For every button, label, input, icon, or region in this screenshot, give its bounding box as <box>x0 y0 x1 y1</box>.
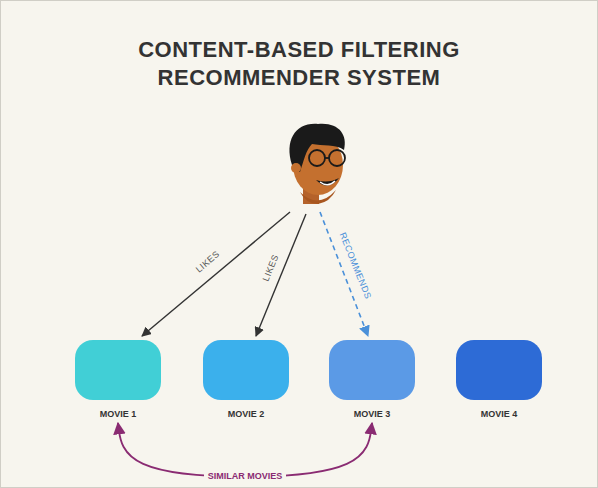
movie-node: MOVIE 3 <box>329 340 415 420</box>
edge-label: SIMILAR MOVIES <box>204 470 287 482</box>
movie-label: MOVIE 4 <box>481 408 518 420</box>
movie-tile <box>329 340 415 400</box>
movie-node: MOVIE 2 <box>203 340 289 420</box>
arrow-label: LIKES <box>194 249 223 275</box>
movie-label: MOVIE 3 <box>354 408 391 420</box>
movie-label: MOVIE 1 <box>100 408 137 420</box>
movie-node: MOVIE 1 <box>75 340 161 420</box>
movie-label: MOVIE 2 <box>228 408 265 420</box>
arrow-label: LIKES <box>261 253 282 283</box>
movie-tile <box>75 340 161 400</box>
movie-tile <box>203 340 289 400</box>
likes-arrow <box>256 214 306 336</box>
person <box>290 124 345 204</box>
likes-arrow <box>142 212 290 336</box>
title: CONTENT-BASED FILTERING RECOMMENDER SYST… <box>109 36 489 92</box>
movie-node: MOVIE 4 <box>456 340 542 420</box>
similarity-arrow <box>118 423 372 477</box>
movie-tile <box>456 340 542 400</box>
arrow-label: RECOMMENDS <box>337 231 374 301</box>
